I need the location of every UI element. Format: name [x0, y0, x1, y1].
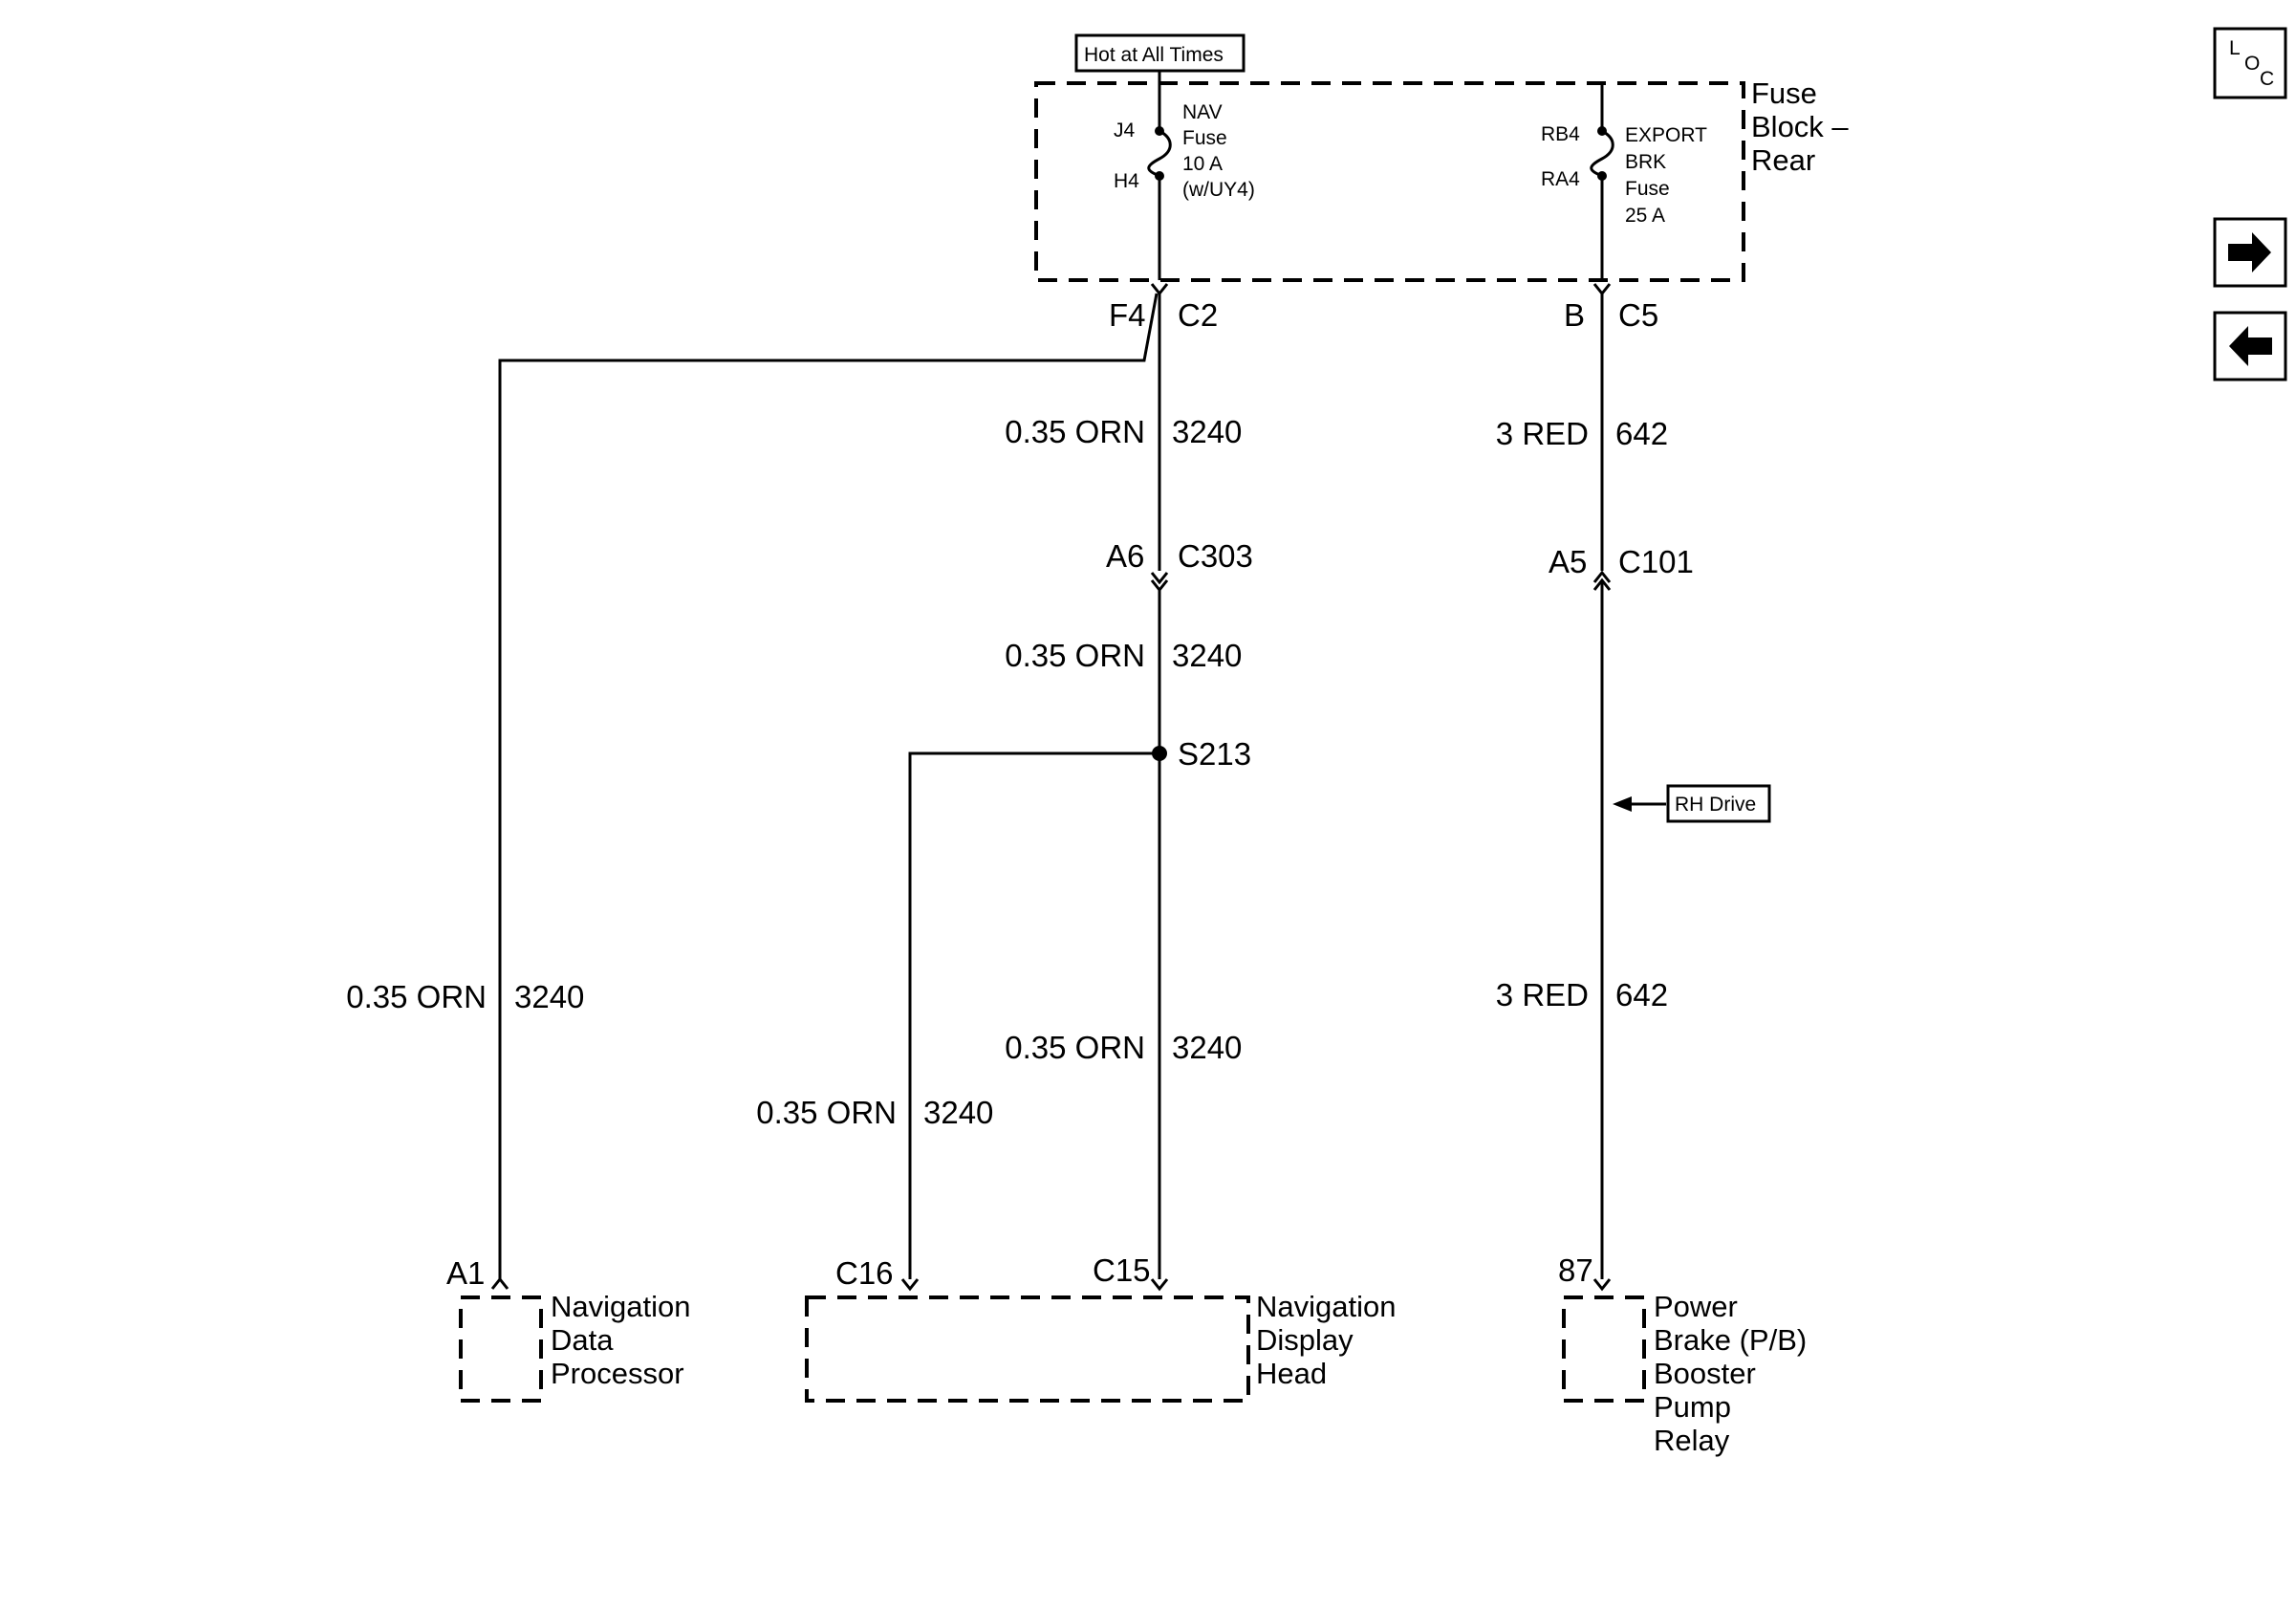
- connector-c2-symbol: [1150, 283, 1169, 296]
- rh-drive-arrowhead: [1613, 796, 1632, 812]
- connector-b-label: B: [1564, 297, 1585, 333]
- loc-button-l: L: [2229, 37, 2241, 59]
- loc-button-o: O: [2244, 53, 2260, 75]
- connector-87-symbol: [1592, 1278, 1612, 1292]
- wire-label-gauge-2: 0.35 ORN: [1005, 638, 1145, 673]
- connector-a1-label: A1: [446, 1255, 485, 1291]
- connector-c2-label: C2: [1178, 297, 1218, 333]
- connector-c16-symbol: [900, 1278, 920, 1292]
- export-fuse-pin-ra4: RA4: [1541, 168, 1580, 190]
- nav-fuse-line4: (w/UY4): [1182, 179, 1255, 201]
- wire-label-circuit-3: 3240: [514, 979, 584, 1014]
- wire-label-circuit-r2: 642: [1615, 977, 1668, 1012]
- pbb-label-line2: Brake (P/B): [1654, 1323, 1807, 1357]
- export-fuse-pin-rb4: RB4: [1541, 123, 1580, 145]
- connector-a1-symbol: [490, 1276, 509, 1290]
- export-fuse-symbol: [1590, 129, 1614, 178]
- ndp-label-line1: Navigation: [551, 1290, 690, 1323]
- hot-at-all-times-label: Hot at All Times: [1084, 44, 1224, 66]
- arrow-right-icon: [2228, 232, 2271, 272]
- next-page-button[interactable]: [2213, 217, 2287, 288]
- export-fuse-line4: 25 A: [1625, 205, 1665, 227]
- nav-fuse-line1: NAV: [1182, 101, 1223, 123]
- wire-s213-to-c16: [908, 751, 1159, 1279]
- connector-f4-label: F4: [1109, 297, 1146, 333]
- connector-a5-label: A5: [1549, 544, 1587, 579]
- connector-c15-symbol: [1150, 1278, 1169, 1292]
- wire-label-circuit-r1: 642: [1615, 416, 1668, 451]
- nav-fuse-line2: Fuse: [1182, 127, 1227, 149]
- wire-label-gauge-1: 0.35 ORN: [1005, 414, 1145, 449]
- wire-label-gauge-4: 0.35 ORN: [1005, 1030, 1145, 1065]
- fuse-block-label-line2: Block –: [1751, 110, 1849, 143]
- wire-label-circuit-5: 3240: [923, 1095, 993, 1130]
- power-brake-booster-pump-relay-box: [1562, 1295, 1646, 1403]
- export-fuse-line1: EXPORT: [1625, 124, 1707, 146]
- ndp-label-line2: Data: [551, 1323, 614, 1357]
- pbb-label-line5: Relay: [1654, 1424, 1730, 1457]
- export-fuse-line3: Fuse: [1625, 178, 1670, 200]
- connector-c16-label: C16: [835, 1255, 894, 1291]
- splice-s213-label: S213: [1178, 736, 1251, 772]
- wire-label-circuit-4: 3240: [1172, 1030, 1242, 1065]
- connector-c15-label: C15: [1093, 1252, 1151, 1288]
- ndh-label-line2: Display: [1256, 1323, 1354, 1357]
- fuse-block-label-line1: Fuse: [1751, 76, 1817, 110]
- navigation-data-processor-box: [459, 1295, 543, 1403]
- wire-f4-to-a1: [498, 293, 1159, 1279]
- wire-label-circuit-1: 3240: [1172, 414, 1242, 449]
- prev-page-button[interactable]: [2213, 311, 2287, 381]
- wire-label-gauge-r2: 3 RED: [1496, 977, 1589, 1012]
- connector-87-label: 87: [1558, 1252, 1593, 1288]
- wire-label-gauge-r1: 3 RED: [1496, 416, 1589, 451]
- ndh-label-line3: Head: [1256, 1357, 1327, 1390]
- connector-c5-label: C5: [1618, 297, 1658, 333]
- ndp-label-line3: Processor: [551, 1357, 684, 1390]
- nav-fuse-pin-h4: H4: [1114, 170, 1139, 192]
- nav-fuse-symbol: [1147, 129, 1172, 178]
- connector-c101-label: C101: [1618, 544, 1694, 579]
- wire-label-gauge-5: 0.35 ORN: [756, 1095, 897, 1130]
- connector-c303-label: C303: [1178, 538, 1253, 574]
- ndh-label-line1: Navigation: [1256, 1290, 1396, 1323]
- pbb-label-line1: Power: [1654, 1290, 1738, 1323]
- nav-fuse-line3: 10 A: [1182, 153, 1223, 175]
- navigation-display-head-box: [805, 1295, 1250, 1403]
- fuse-block-label-line3: Rear: [1751, 143, 1815, 177]
- connector-c5-symbol: [1592, 283, 1612, 296]
- loc-button-c: C: [2260, 68, 2274, 90]
- wire-label-gauge-3: 0.35 ORN: [346, 979, 487, 1014]
- rh-drive-label: RH Drive: [1675, 794, 1756, 816]
- pbb-label-line4: Pump: [1654, 1390, 1731, 1424]
- rh-drive-box: [1666, 784, 1771, 823]
- export-fuse-line2: BRK: [1625, 151, 1666, 173]
- fuse-block-rear: [1034, 81, 1745, 282]
- arrow-left-icon: [2229, 326, 2272, 366]
- pbb-label-line3: Booster: [1654, 1357, 1756, 1390]
- wire-label-circuit-2: 3240: [1172, 638, 1242, 673]
- loc-button[interactable]: L O C: [2213, 27, 2287, 99]
- nav-fuse-pin-j4: J4: [1114, 120, 1136, 142]
- connector-c303-symbol: [1150, 572, 1169, 593]
- connector-a6-label: A6: [1106, 538, 1144, 574]
